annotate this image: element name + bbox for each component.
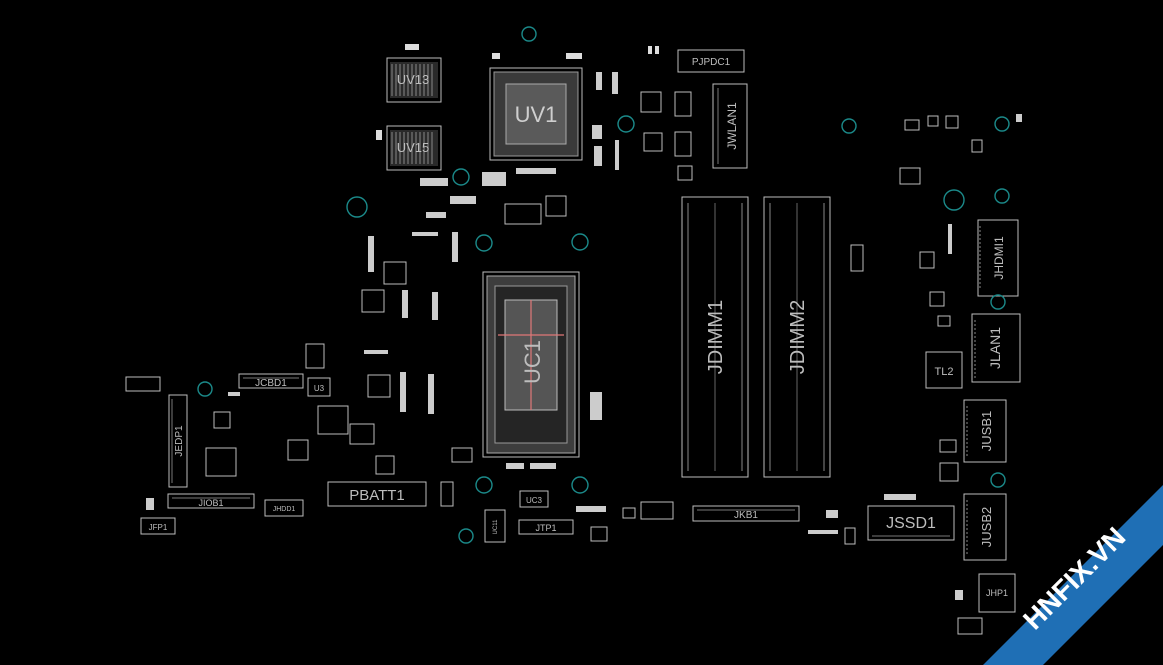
component-tl2[interactable] [925,351,963,389]
label-jiob1: JIOB1 [198,498,223,508]
label-jhp1: JHP1 [986,588,1008,598]
chip-uc3[interactable] [519,490,549,508]
connector-jkb1[interactable] [692,505,800,522]
label-jkb1: JKB1 [734,510,758,521]
label-jusb2: JUSB2 [979,507,994,547]
connector-jtp1[interactable] [518,519,574,535]
label-jwlan1: JWLAN1 [725,102,739,150]
label-jfp1: JFP1 [149,523,168,532]
connector-jcbd1[interactable] [238,373,304,389]
chip-uv1[interactable] [489,67,583,161]
label-jtp1: JTP1 [535,523,556,533]
label-pbatt1: PBATT1 [349,487,405,504]
connector-jfp1[interactable] [140,517,176,535]
label-jhdd1: JHDD1 [273,506,296,513]
chip-uc11[interactable] [484,509,506,543]
slot-jdimm2[interactable] [763,196,831,478]
label-u3: U3 [314,384,325,393]
label-jdimm2: JDIMM2 [787,300,809,374]
slot-jdimm1[interactable] [681,196,749,478]
connector-pjpdc1[interactable] [677,49,745,73]
label-jusb1: JUSB1 [979,411,994,451]
connector-jssd1[interactable] [867,505,955,541]
connector-jusb1[interactable] [963,399,1007,463]
connector-jhdd1[interactable] [264,499,304,517]
chip-uc1[interactable] [482,271,580,458]
connector-jiob1[interactable] [167,493,255,509]
label-jedp1: JEDP1 [174,425,185,457]
connector-jhdmi1[interactable] [977,219,1019,297]
label-tl2: TL2 [935,366,954,378]
vias [197,26,1010,544]
label-jdimm1: JDIMM1 [705,300,727,374]
chip-uv13[interactable] [386,57,442,103]
label-uc11: UC11 [493,519,499,535]
connector-jedp1[interactable] [168,394,188,488]
label-jlan1: JLAN1 [987,327,1003,369]
label-jcbd1: JCBD1 [255,378,287,389]
label-uv1: UV1 [515,102,558,127]
label-pjpdc1: PJPDC1 [692,57,731,68]
chip-u3[interactable] [307,377,331,397]
battery-pbatt1[interactable] [327,481,427,507]
connector-jlan1[interactable] [971,313,1021,383]
connector-jwlan1[interactable] [712,83,748,169]
label-uc1: UC1 [520,340,545,384]
label-jhdmi1: JHDMI1 [992,236,1006,280]
label-jssd1: JSSD1 [886,515,936,532]
chip-uv15[interactable] [386,125,442,171]
label-uv13: UV13 [397,72,430,87]
label-uc3: UC3 [526,496,543,505]
label-uv15: UV15 [397,140,430,155]
